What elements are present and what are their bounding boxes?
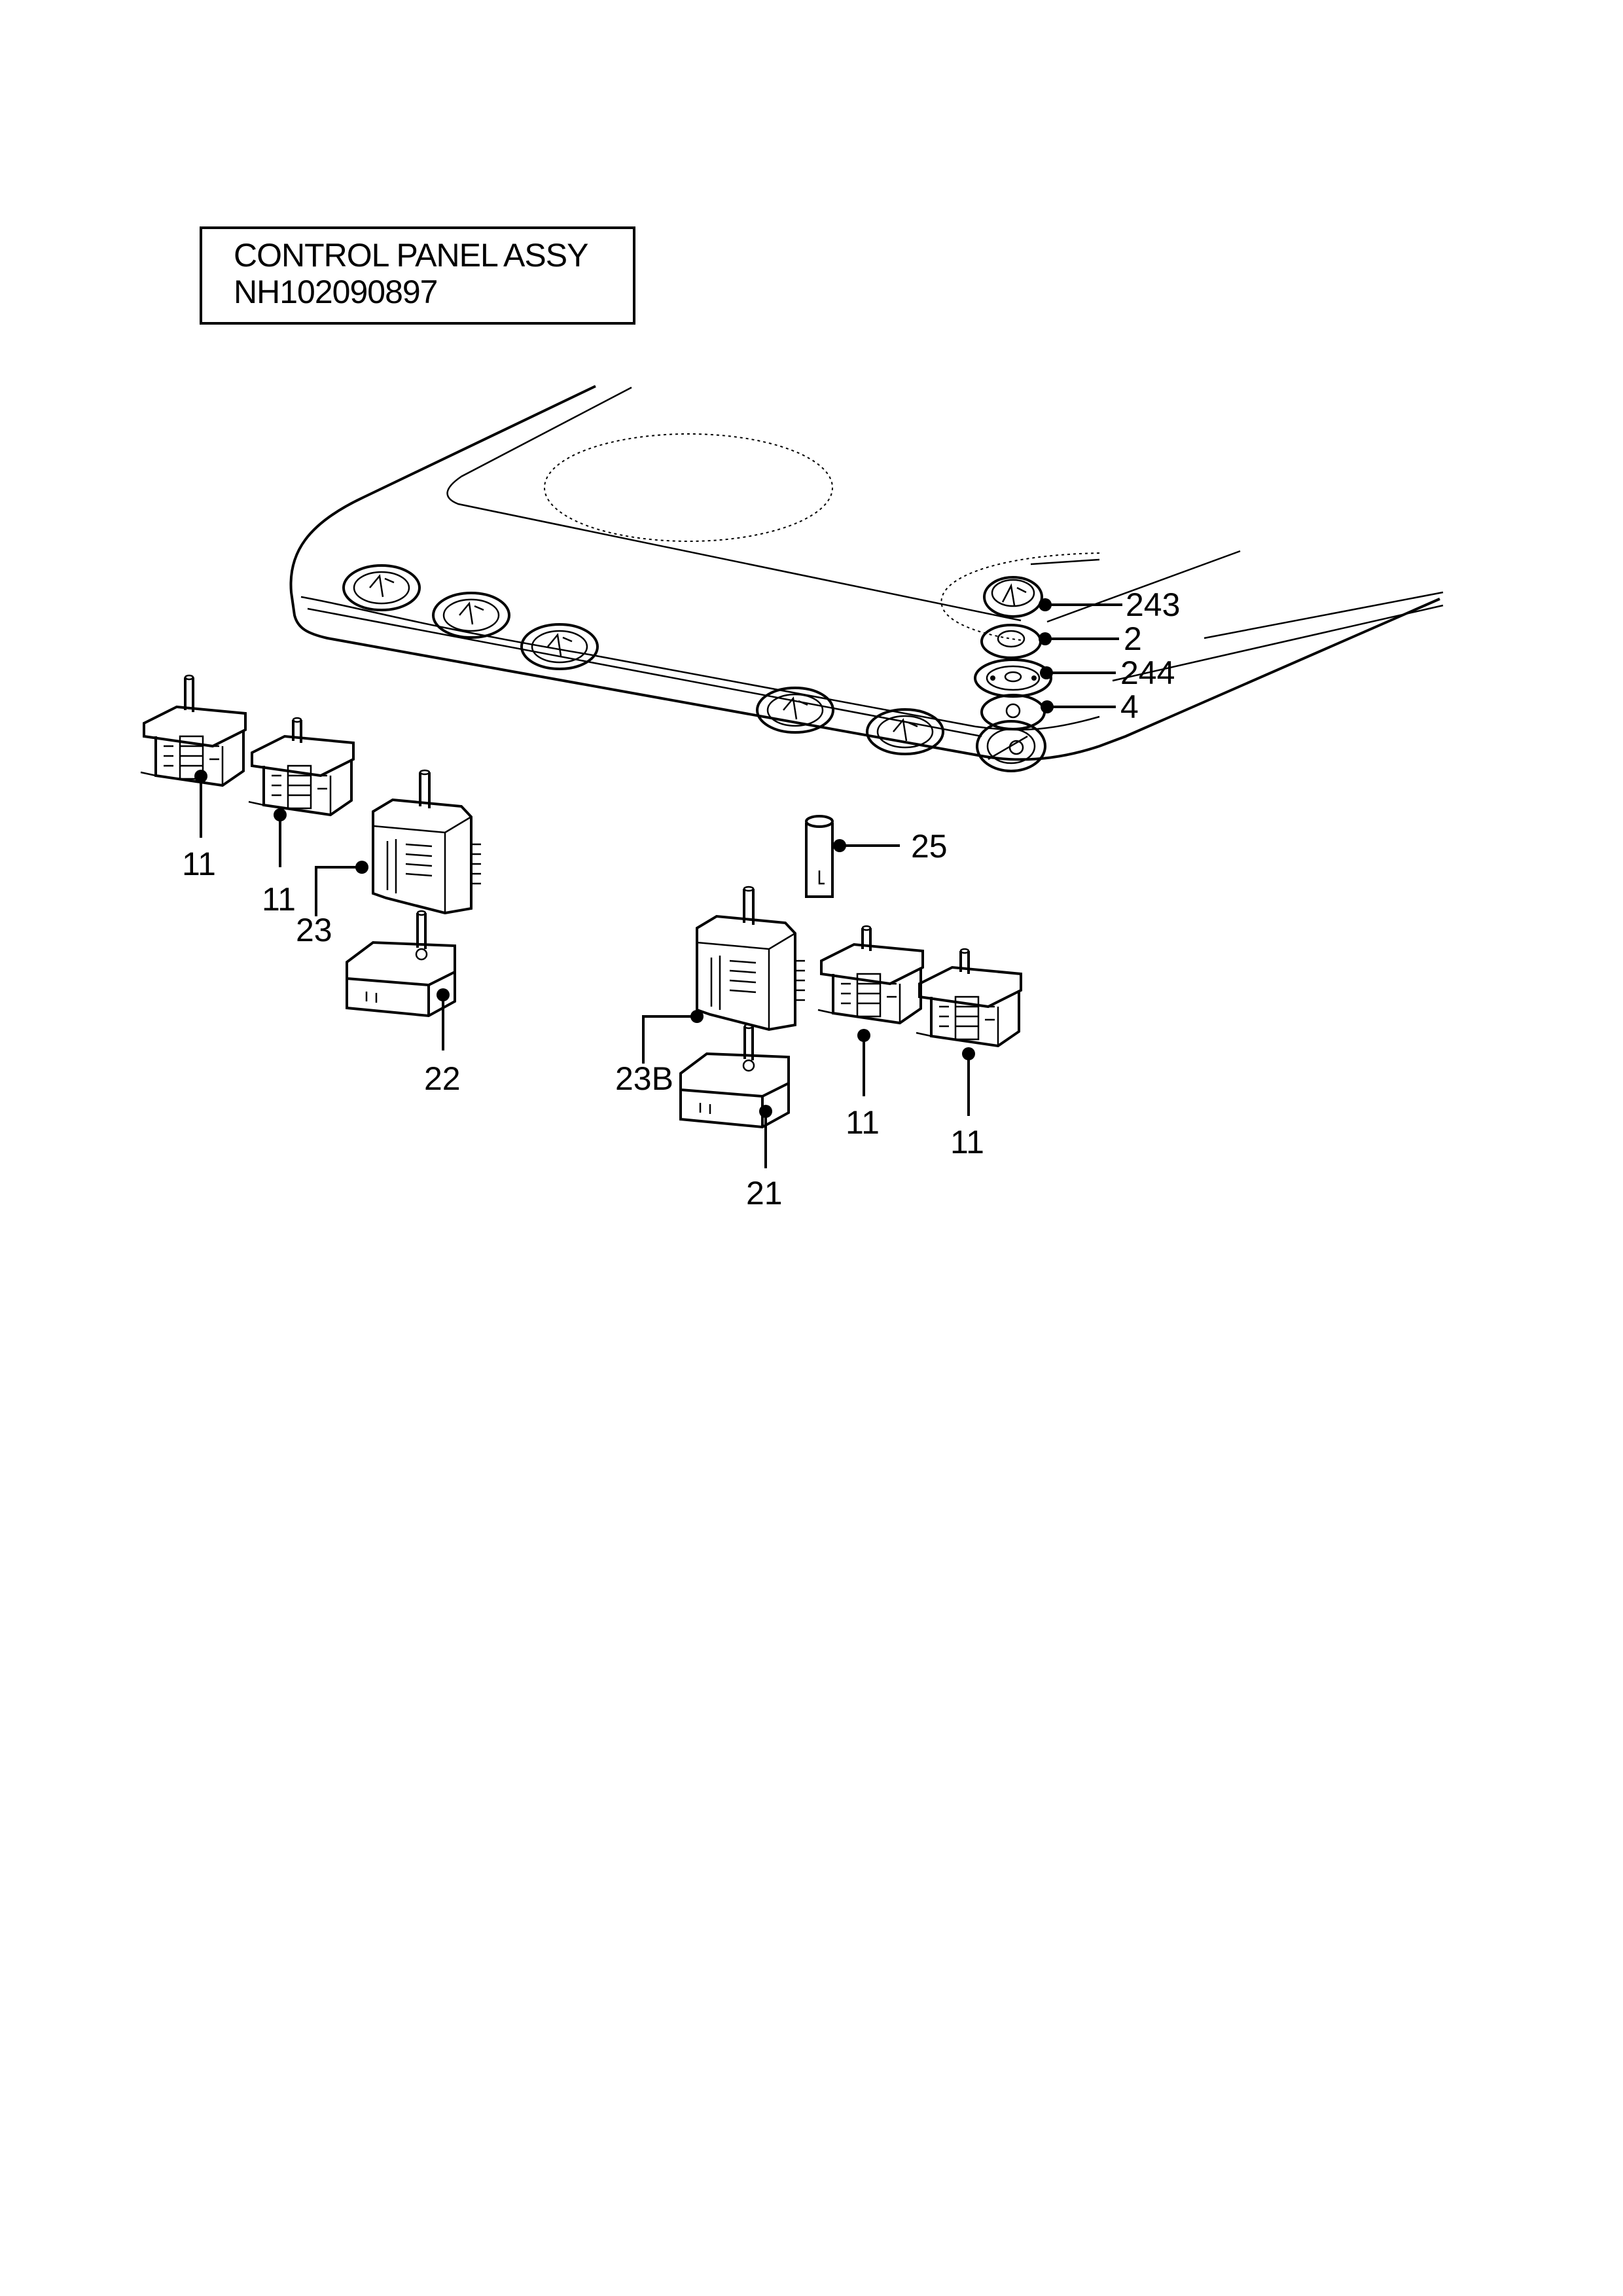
callout-11-c: 11 [846, 1029, 880, 1141]
knob-recess-1 [342, 564, 421, 611]
callout-25: 25 [833, 828, 948, 865]
knob-recess-5 [866, 708, 944, 755]
callout-21: 21 [746, 1105, 783, 1211]
callout-label: 22 [424, 1060, 461, 1097]
callout-label: 11 [950, 1124, 984, 1160]
callout-244: 244 [1040, 655, 1175, 691]
callout-label: 23 [296, 912, 332, 948]
switch-11-c [817, 925, 924, 1025]
knob-recess-2 [432, 592, 510, 639]
part-243-knob [983, 576, 1043, 618]
part-25-light-pipe [805, 815, 834, 898]
callout-label: 25 [911, 828, 948, 865]
diagram-title: CONTROL PANEL ASSY [234, 237, 588, 274]
callout-label: 243 [1126, 586, 1180, 623]
switch-11-a [140, 674, 247, 787]
callout-label: 2 [1124, 620, 1142, 657]
callout-11-d: 11 [950, 1047, 984, 1160]
thermostat-21 [679, 1023, 790, 1129]
callout-label: 11 [182, 846, 216, 882]
part-2-ring [980, 624, 1042, 659]
callout-11-b: 11 [262, 808, 296, 918]
switch-23b [696, 886, 805, 1031]
switch-23 [372, 769, 481, 915]
callout-11-a: 11 [182, 770, 216, 882]
callout-label: 11 [846, 1104, 880, 1141]
knob-recess-3 [520, 623, 599, 670]
callout-243: 243 [1039, 586, 1180, 623]
title-block: CONTROL PANEL ASSY NH102090897 [200, 226, 635, 325]
part-4-spring [980, 694, 1046, 730]
callout-23b: 23B [615, 1010, 704, 1097]
button-housing [976, 720, 1046, 772]
switch-11-b [248, 717, 355, 817]
callout-4: 4 [1041, 689, 1139, 725]
knob-recess-4 [756, 687, 834, 734]
callout-label: 4 [1120, 689, 1139, 725]
callout-label: 23B [615, 1060, 673, 1097]
callout-label: 244 [1120, 655, 1175, 691]
part-244-disc [974, 658, 1052, 698]
control-panel [289, 385, 1444, 772]
callout-label: 11 [262, 881, 296, 918]
callout-23: 23 [296, 861, 368, 948]
callout-22: 22 [424, 988, 461, 1097]
part-number: NH102090897 [234, 274, 438, 310]
switch-11-d [916, 948, 1022, 1048]
callout-label: 21 [746, 1175, 783, 1211]
callout-2: 2 [1039, 620, 1142, 657]
thermostat-22 [346, 910, 456, 1018]
